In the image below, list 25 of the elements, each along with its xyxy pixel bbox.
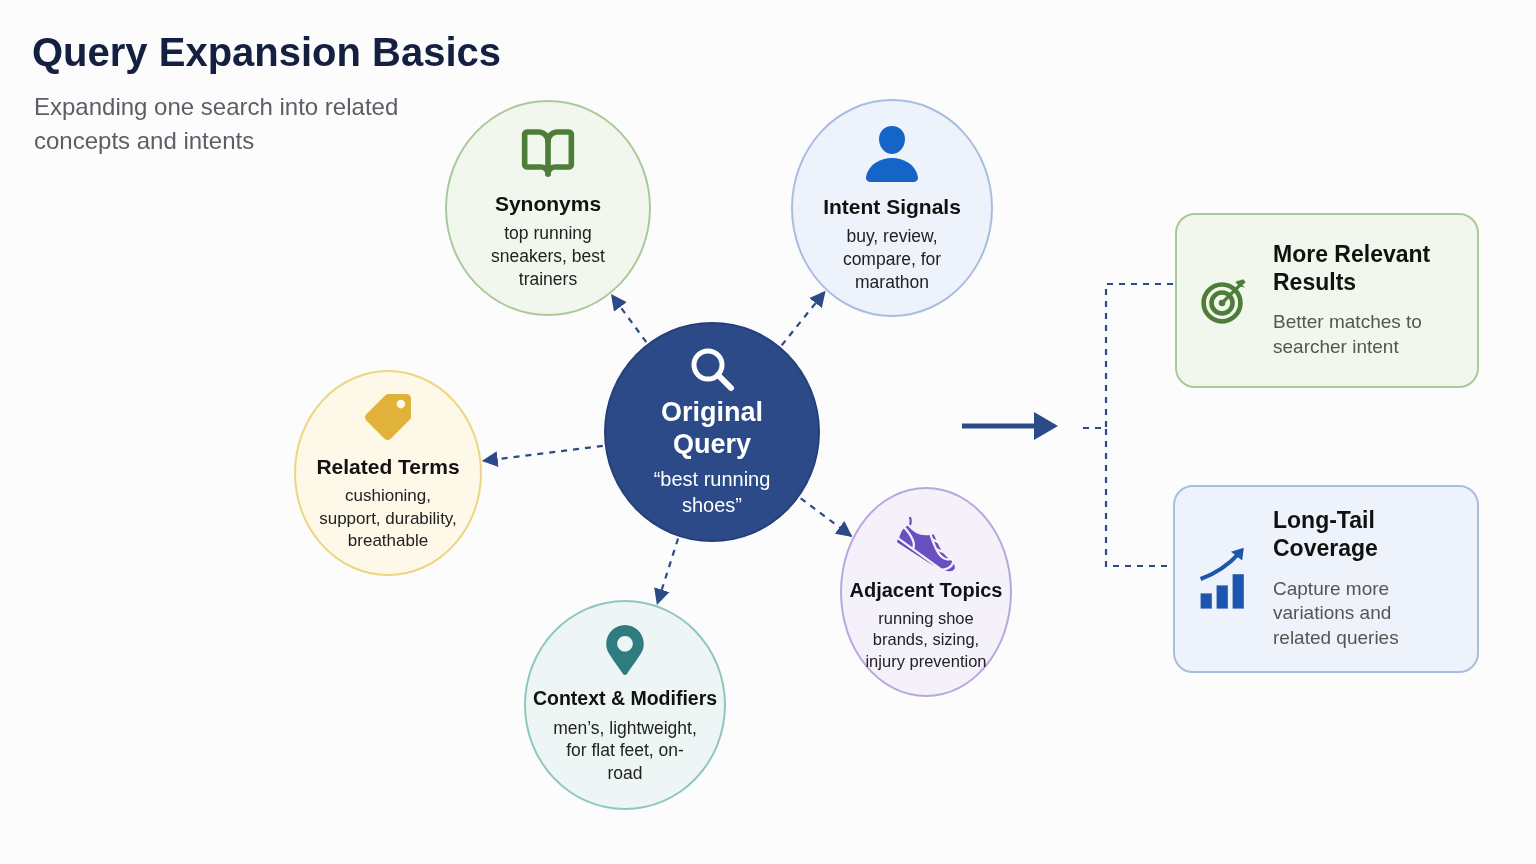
node-description: buy, review, compare, for marathon (841, 225, 943, 294)
arrow (780, 290, 826, 346)
node-title: Related Terms (315, 454, 461, 480)
node-description: “best running shoes” (652, 467, 772, 519)
node-description: top running sneakers, best trainers (490, 222, 606, 291)
arrow (610, 294, 648, 343)
arrow (800, 497, 853, 537)
result-card (1173, 485, 1479, 673)
diagram-title: Query Expansion Basics (32, 30, 502, 75)
node-title: Context & Modifiers (531, 687, 719, 711)
subtitle: Expanding one search into related concepts and intents (34, 92, 400, 156)
node-description: Capture more variations and related queries (1273, 576, 1400, 650)
node-title: Intent Signals (822, 194, 962, 220)
node-description: men’s, lightweight, for flat feet, on-road (552, 716, 698, 785)
node-title: More Relevant Results (1273, 241, 1432, 297)
node-description: cushioning, support, durability, breathable (318, 485, 458, 552)
node-title: Adjacent Topics (848, 577, 1004, 602)
node-description: running shoe brands, sizing, injury prevention (864, 607, 988, 672)
arrow (481, 444, 603, 468)
node-title: Synonyms (493, 191, 603, 217)
node-title: Long-Tail Coverage (1273, 507, 1379, 563)
node-title: Original Query (660, 395, 764, 461)
node-description: Better matches to searcher intent (1273, 310, 1423, 360)
result-card (1175, 213, 1479, 388)
arrow (654, 538, 680, 605)
